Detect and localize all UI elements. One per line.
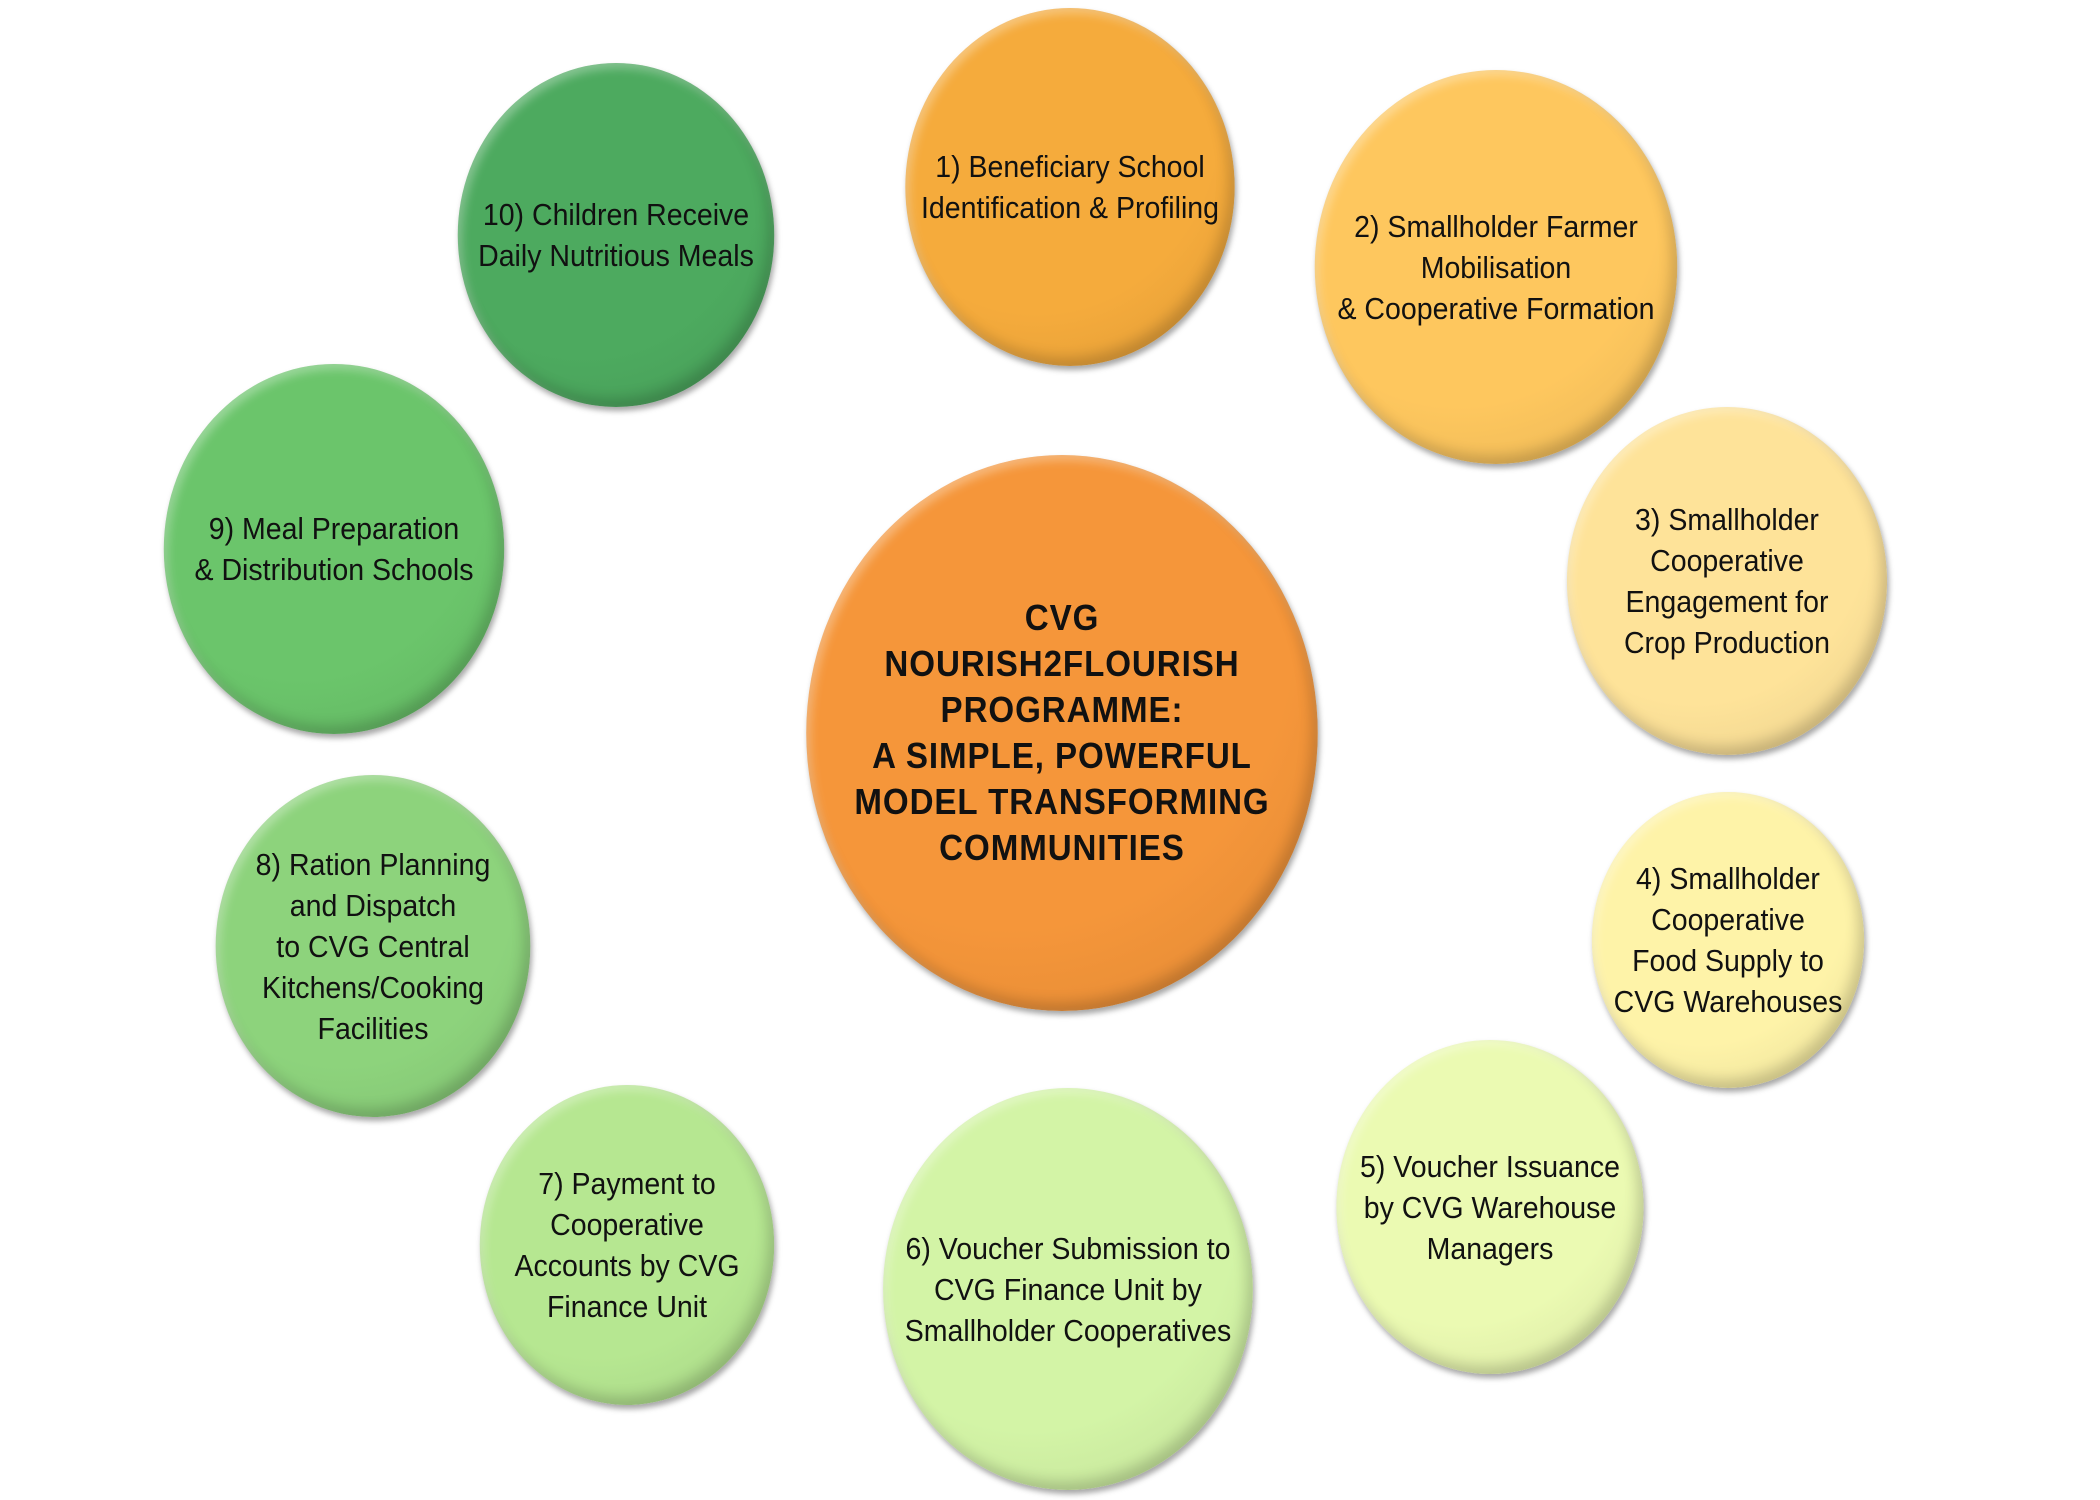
step-circle-5-label-line: Managers [1426, 1230, 1554, 1266]
step-circle-10-label-line: 10) Children Receive [482, 197, 750, 232]
step-circle-2-label-line: Mobilisation [1420, 249, 1572, 285]
step-circle-2-label-line: & Cooperative Formation [1337, 290, 1655, 326]
step-circle-3-label-line: Cooperative [1650, 543, 1804, 578]
step-circle-9: 9) Meal Preparation & Distribution School… [163, 364, 505, 734]
step-circle-8: 8) Ration Planning and Dispatch to CVG Cen… [215, 775, 531, 1117]
step-circle-4-label-line: Cooperative [1651, 902, 1805, 937]
center-programme-circle-label-line: PROGRAMME: [940, 689, 1184, 730]
step-circle-4-label-line: CVG Warehouses [1613, 984, 1843, 1019]
step-circle-9-label-line: & Distribution Schools [194, 552, 474, 587]
step-circle-1-label-line: 1) Beneficiary School [935, 149, 1205, 184]
center-programme-circle-label-line: NOURISH2FLOURISH [884, 643, 1240, 684]
step-circle-3-label-line: Crop Production [1623, 625, 1831, 660]
step-circle-6-label-line: CVG Finance Unit by [934, 1271, 1202, 1307]
step-circle-6: 6) Voucher Submission to CVG Finance Unit… [883, 1088, 1253, 1490]
step-circle-6-label-line: 6) Voucher Submission to [905, 1230, 1231, 1266]
step-circle-8-label-line: to CVG Central [276, 928, 470, 964]
step-circle-8-label-line: 8) Ration Planning [255, 846, 491, 882]
step-circle-3-label-line: Engagement for [1625, 584, 1829, 619]
center-programme-circle-label-line: CVG [1024, 597, 1100, 638]
center-programme-circle: CVG NOURISH2FLOURISH PROGRAMME: A SIMPLE, P… [806, 455, 1318, 1011]
step-circle-10-label-line: Daily Nutritious Meals [478, 238, 754, 273]
step-circle-7-label-line: Accounts by CVG [514, 1248, 740, 1283]
step-circle-4-label-line: Food Supply to [1632, 943, 1824, 978]
step-circle-8-label-line: Kitchens/Cooking [262, 969, 484, 1005]
step-circle-3-label-line: 3) Smallholder [1635, 502, 1819, 537]
step-circle-4-label-line: 4) Smallholder [1636, 861, 1820, 896]
step-circle-9-label-line: 9) Meal Preparation [208, 511, 460, 546]
step-circle-7-label-line: Finance Unit [546, 1289, 708, 1324]
center-programme-circle-label-line: COMMUNITIES [939, 827, 1185, 868]
center-programme-circle-label-line: A SIMPLE, POWERFUL [872, 735, 1252, 776]
center-programme-circle-label-line: MODEL TRANSFORMING [854, 781, 1270, 822]
step-circle-5-label-line: 5) Voucher Issuance [1359, 1148, 1621, 1184]
step-circle-8-label-line: and Dispatch [289, 887, 457, 923]
step-circle-7-label-line: 7) Payment to [538, 1166, 716, 1201]
step-circle-7-label-line: Cooperative [550, 1207, 704, 1242]
step-circle-5-label-line: by CVG Warehouse [1363, 1189, 1617, 1225]
step-circle-8-label-line: Facilities [317, 1010, 429, 1046]
step-circle-6-label-line: Smallholder Cooperatives [904, 1312, 1232, 1348]
step-circle-2-label-line: 2) Smallholder Farmer [1354, 208, 1638, 244]
step-circle-1-label-line: Identification & Profiling [920, 190, 1220, 225]
